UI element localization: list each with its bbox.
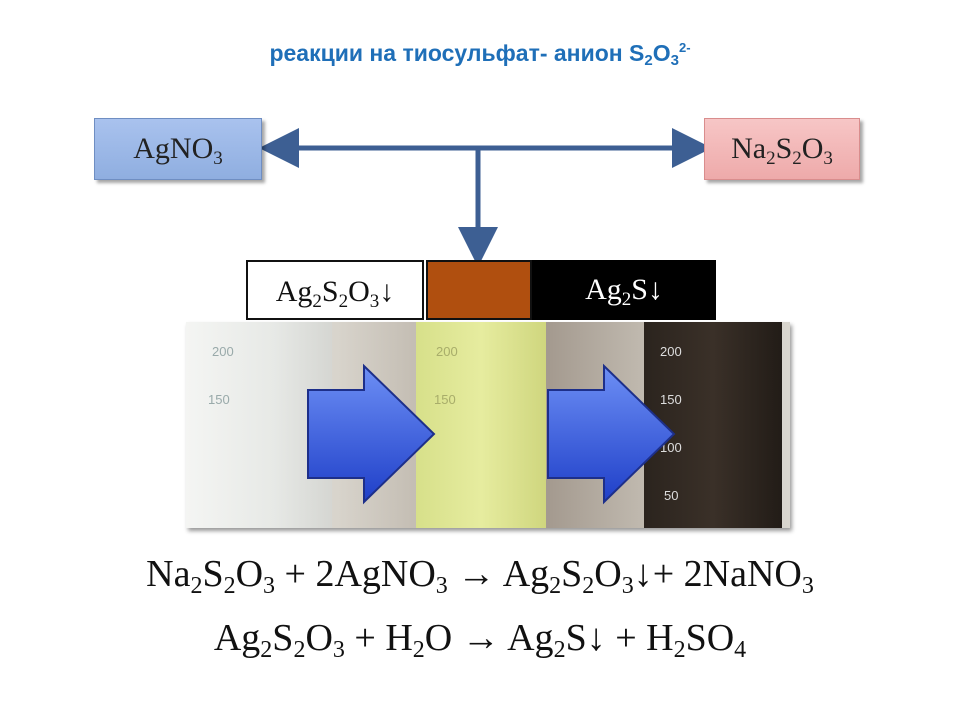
- product-intermediate-brown: [426, 260, 532, 320]
- beaker1-mark-150: 150: [208, 392, 230, 407]
- product-ag2s: Ag2S↓: [532, 260, 716, 320]
- beaker3-mark-200: 200: [660, 344, 682, 359]
- beaker-yellow: 200 150: [416, 322, 546, 528]
- equation-1: Na2S2O3 + 2AgNO3 → Ag2S2O3↓+ 2NaNO3: [146, 553, 814, 599]
- block-arrow-right-icon-2: [547, 363, 676, 505]
- beaker2-mark-200: 200: [436, 344, 458, 359]
- product-ag2s2o3: Ag2S2O3↓: [246, 260, 424, 320]
- beaker3-mark-150: 150: [660, 392, 682, 407]
- slide-title: реакции на тиосульфат- анион S2O32-: [269, 40, 691, 69]
- beaker2-mark-150: 150: [434, 392, 456, 407]
- beaker1-mark-200: 200: [212, 344, 234, 359]
- reagent-agno3: AgNO3: [94, 118, 262, 180]
- beaker3-mark-50: 50: [664, 488, 679, 503]
- beaker3-mark-100: 100: [660, 440, 682, 455]
- block-arrow-right-icon-1: [307, 363, 436, 505]
- reagent-na2s2o3: Na2S2O3: [704, 118, 860, 180]
- beaker-black: 200 150 100 50: [644, 322, 782, 528]
- beakers-photo: 200 150 200 150 200 150 100 50: [186, 322, 790, 528]
- equation-2: Ag2S2O3 + H2O → Ag2S↓ + H2SO4: [213, 617, 747, 663]
